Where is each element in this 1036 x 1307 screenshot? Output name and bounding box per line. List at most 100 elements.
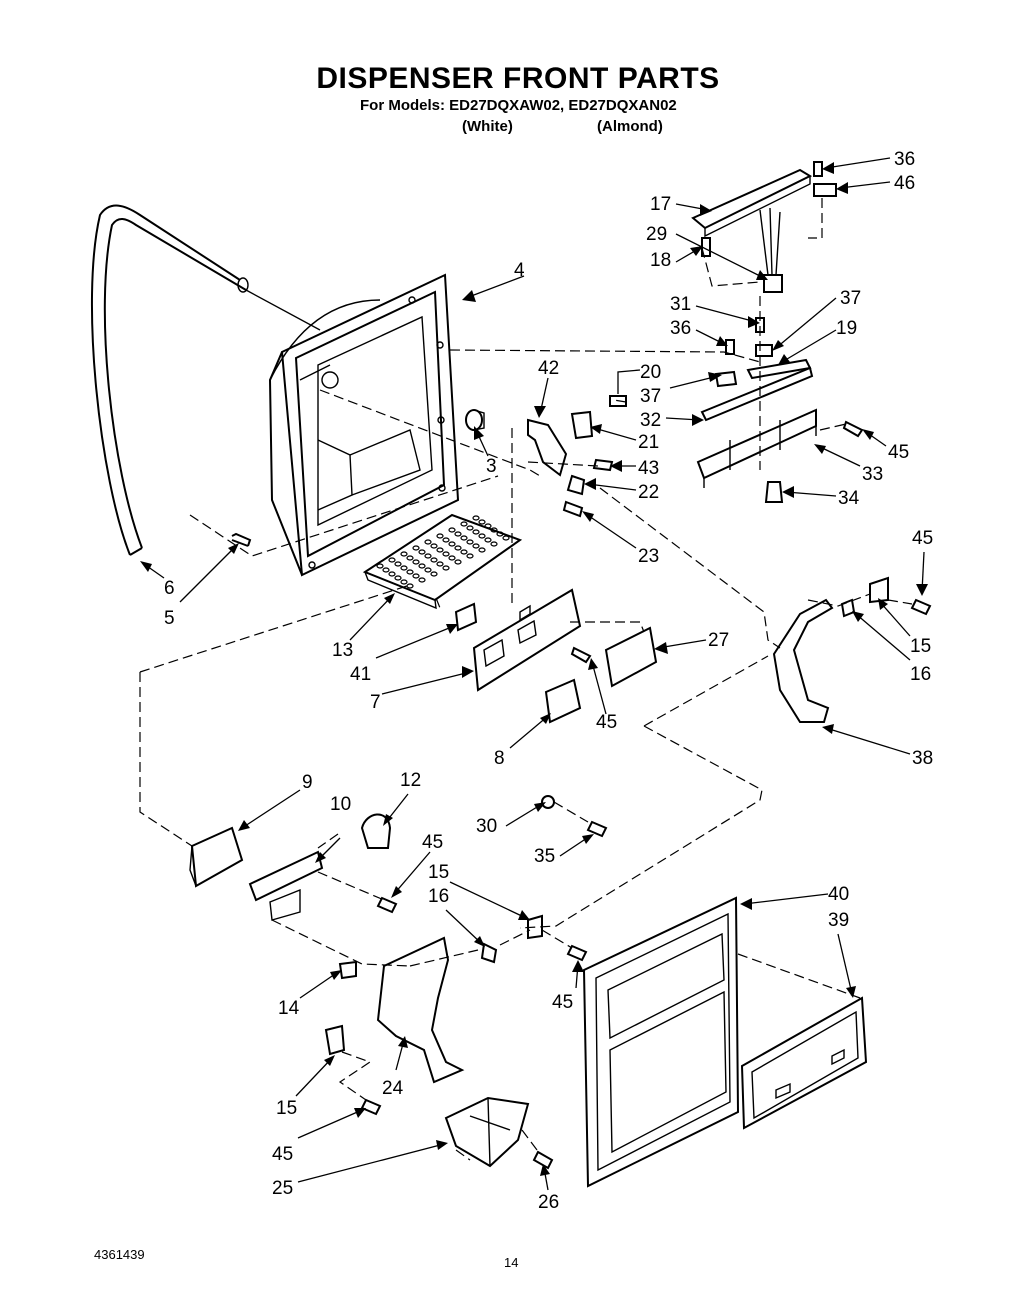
callout-27: 27: [708, 630, 729, 651]
grille-hole: [400, 551, 408, 557]
grille-hole: [484, 523, 492, 529]
water-tube-part: [90, 204, 321, 556]
callout-6: 6: [164, 578, 175, 599]
grille-hole: [502, 535, 510, 541]
callout-45: 45: [596, 712, 617, 733]
grille-hole: [400, 565, 408, 571]
callout-35: 35: [534, 846, 555, 867]
callout-26: 26: [538, 1192, 559, 1213]
grille-hole: [436, 547, 444, 553]
callout-25: 25: [272, 1178, 293, 1199]
solenoid-part-12: [360, 813, 392, 849]
callout-30: 30: [476, 816, 497, 837]
grille-hole: [448, 541, 456, 547]
callout-46: 46: [894, 173, 915, 194]
screw-part-26: [532, 1150, 554, 1170]
grille-hole: [400, 579, 408, 585]
washer-part-30: [541, 795, 555, 809]
screw-part-45-left: [376, 896, 398, 914]
callout-21: 21: [638, 432, 659, 453]
screw-part-36-top: [813, 161, 823, 177]
callout-19: 19: [836, 318, 857, 339]
callout-45: 45: [912, 528, 933, 549]
grille-hole: [472, 529, 480, 535]
grille-hole: [466, 539, 474, 545]
callout-14: 14: [278, 998, 300, 1019]
panel-insert-part-39: [740, 996, 868, 1130]
spring-part-16-right: [840, 598, 856, 618]
callout-33: 33: [862, 464, 883, 485]
callout-18: 18: [650, 250, 671, 271]
drip-cup-part-25: [444, 1096, 530, 1168]
cover-part-27: [604, 626, 658, 688]
callout-32: 32: [640, 410, 661, 431]
grille-hole: [460, 535, 468, 541]
bracket-part-15-center: [527, 914, 543, 940]
grille-hole: [388, 557, 396, 563]
grille-hole: [376, 563, 384, 569]
screw-part-45-lower-left: [360, 1098, 382, 1116]
screw-part-20: [609, 395, 627, 407]
switch-part-37-lower: [714, 370, 738, 388]
callout-45: 45: [888, 442, 909, 463]
grille-hole: [442, 551, 450, 557]
grille-hole: [490, 527, 498, 533]
callout-16: 16: [910, 664, 931, 685]
page-number: 14: [504, 1255, 519, 1270]
grille-hole: [430, 543, 438, 549]
screw-part-31: [755, 317, 765, 333]
drip-tray-grille-part: [362, 513, 523, 610]
actuator-part-42: [527, 418, 568, 477]
callout-45: 45: [272, 1144, 293, 1165]
callout-31: 31: [670, 294, 691, 315]
spring-part-22: [566, 474, 586, 496]
grille-hole: [478, 547, 486, 553]
grille-hole: [442, 565, 450, 571]
housing-part-33: [696, 408, 817, 488]
screw-part-45-far-right: [910, 598, 932, 616]
document-number: 4361439: [94, 1247, 145, 1262]
screw-part-43: [592, 458, 614, 472]
callout-16: 16: [428, 886, 449, 907]
callout-10: 10: [330, 794, 351, 815]
screw-part-45-center: [570, 646, 592, 664]
bracket-part-15-lower: [324, 1024, 346, 1056]
models-line: For Models: ED27DQXAW02, ED27DQXAN02: [360, 97, 677, 114]
switch-part-37-upper: [755, 344, 773, 357]
light-socket-part-29: [759, 207, 783, 293]
callout-45: 45: [552, 992, 573, 1013]
grille-hole: [484, 537, 492, 543]
screw-part-35: [586, 820, 608, 838]
grille-hole: [418, 577, 426, 583]
screw-part-45-right: [842, 420, 864, 438]
clip-part-46: [813, 183, 837, 197]
callout-15: 15: [910, 636, 931, 657]
callout-8: 8: [494, 748, 505, 769]
callout-34: 34: [838, 488, 860, 509]
control-board-part-7: [472, 588, 582, 692]
callout-22: 22: [638, 482, 659, 503]
bracket-part-19: [746, 358, 812, 380]
callout-41: 41: [350, 664, 371, 685]
callout-39: 39: [828, 910, 849, 931]
dispenser-housing-part: [268, 273, 460, 577]
grille-hole: [454, 545, 462, 551]
grille-hole: [436, 561, 444, 567]
water-lever-part-24: [376, 936, 465, 1084]
callout-9: 9: [302, 772, 313, 793]
grille-hole: [430, 571, 438, 577]
callout-36: 36: [670, 318, 691, 339]
screw-part-23: [562, 500, 584, 518]
label-part-41: [454, 602, 478, 632]
button-part-34: [764, 481, 784, 503]
grille-hole: [424, 539, 432, 545]
callout-13: 13: [332, 640, 353, 661]
grille-hole: [394, 575, 402, 581]
spring-part-16-center: [480, 942, 498, 964]
finish-almond-label: (Almond): [597, 118, 663, 135]
grille-hole: [496, 531, 504, 537]
cover-part-8: [544, 678, 582, 724]
cover-bar-part-17: [691, 168, 813, 238]
callout-5: 5: [164, 608, 175, 629]
